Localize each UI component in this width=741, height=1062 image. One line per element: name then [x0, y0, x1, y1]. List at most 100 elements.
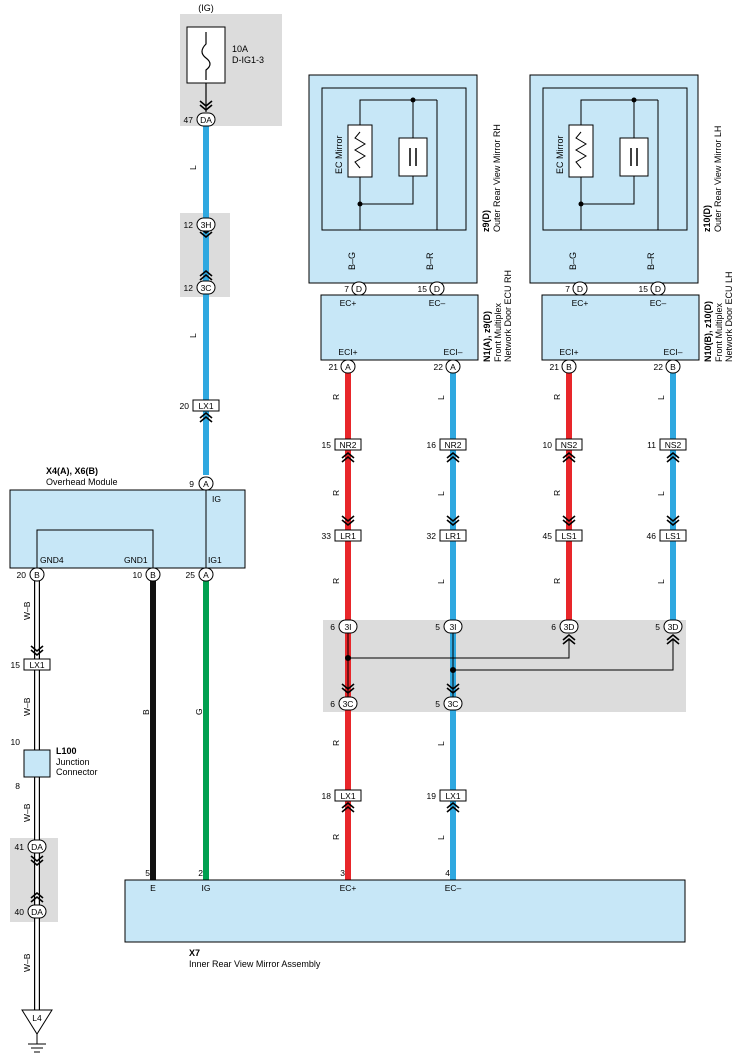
fuse-icon	[201, 32, 211, 80]
lh-ec-mirror-label: EC Mirror	[555, 136, 565, 175]
ecu-rh-conn-left: A	[345, 362, 351, 372]
conn-ns2-b-pin: 11	[647, 440, 656, 450]
conn-da47: DA	[200, 115, 212, 125]
ecu-lh-ec-minus: EC–	[650, 298, 667, 308]
wire-label: G	[194, 708, 204, 715]
conn-3h: 3H	[201, 220, 212, 230]
rh-mirror-title: Outer Rear View Mirror RH	[492, 124, 502, 232]
lh-mirror-title: Outer Rear View Mirror LH	[713, 126, 723, 232]
ecu-rh-title1: Front Multiplex	[493, 302, 503, 362]
conn-lr1-b: LR1	[445, 531, 461, 541]
conn-da41-pin: 41	[15, 842, 25, 852]
overhead-conn-b-gnd1: B	[150, 570, 156, 580]
outer-mirror-rh: EC Mirror B–G B–R z9(D) Outer Rear View …	[308, 74, 502, 284]
conn-3c-a: 3C	[343, 699, 354, 709]
wire-label: L	[656, 395, 666, 400]
ecu-rh-pin-right: 22	[434, 362, 444, 372]
inner-pin-ecp: 3	[340, 868, 345, 878]
conn-3d-a: 3D	[564, 622, 575, 632]
lh-br-label: B–R	[646, 252, 656, 270]
overhead-module: X4(A), X6(B) Overhead Module IG GND4 GND…	[9, 466, 246, 569]
conn-da41: DA	[31, 842, 43, 852]
wire-label: R	[331, 740, 341, 746]
lh-mirror-conn-left: D	[577, 284, 583, 294]
overhead-pin-ig: 9	[189, 479, 194, 489]
junction-title2: Connector	[56, 767, 98, 777]
rh-mirror-pin-right: 15	[418, 284, 428, 294]
overhead-conn-a-top: A	[203, 479, 209, 489]
inner-code: X7	[189, 948, 200, 958]
wire-label: L	[436, 395, 446, 400]
overhead-conn-b-gnd4: B	[34, 570, 40, 580]
conn-lr1-b-pin: 32	[427, 531, 437, 541]
fuse-ig-label: (IG)	[198, 3, 214, 13]
wire-label: L	[436, 835, 446, 840]
conn-3c-b-pin: 5	[435, 699, 440, 709]
inner-term-e: E	[150, 883, 156, 893]
conn-lx1-l: LX1	[445, 791, 460, 801]
ecu-rh-ec-plus: EC+	[340, 298, 357, 308]
conn-lx1-g-pin: 15	[11, 660, 21, 670]
door-ecu-rh: EC+ EC– ECI+ ECI– N1(A), z9(D) Front Mul…	[320, 270, 513, 362]
wire-label: W–B	[22, 953, 32, 972]
overhead-gnd1: GND1	[124, 555, 148, 565]
overhead-ig: IG	[212, 494, 221, 504]
overhead-ig1: IG1	[208, 555, 222, 565]
wire-label: R	[331, 578, 341, 584]
wire-label: R	[331, 490, 341, 496]
overhead-gnd4: GND4	[40, 555, 64, 565]
wire-color-labels: L L R L R L R L R L R L R L R L R L B G …	[22, 165, 666, 972]
conn-ns2-a: NS2	[561, 440, 578, 450]
junction-title1: Junction	[56, 757, 90, 767]
conn-3d-a-pin: 6	[551, 622, 556, 632]
fuse-name: D-IG1-3	[232, 55, 264, 65]
splice-lines	[345, 633, 674, 697]
inner-title: Inner Rear View Mirror Assembly	[189, 959, 321, 969]
conn-ls1-a: LS1	[561, 531, 576, 541]
conn-lx1-top: LX1	[198, 401, 213, 411]
conn-ls1-b-pin: 46	[647, 531, 657, 541]
overhead-code: X4(A), X6(B)	[46, 466, 98, 476]
inner-mirror: 5 2 3 4 E IG EC+ EC– X7 Inner Rear View …	[124, 868, 686, 969]
wire-label: L	[656, 491, 666, 496]
ecu-lh-title1: Front Multiplex	[714, 302, 724, 362]
conn-nr2-b: NR2	[444, 440, 461, 450]
wire-label: R	[331, 834, 341, 840]
overhead-pin-gnd1: 10	[133, 570, 143, 580]
conn-nr2-b-pin: 16	[427, 440, 437, 450]
conn-ls1-a-pin: 45	[543, 531, 553, 541]
ecu-lh-conn-right: B	[670, 362, 676, 372]
ground-label: L4	[32, 1013, 42, 1023]
ecu-lh-code: N10(B), z10(D)	[703, 301, 713, 362]
conn-da40-pin: 40	[15, 907, 25, 917]
rh-mirror-conn-right: D	[434, 284, 440, 294]
wire-label: W–B	[22, 601, 32, 620]
conn-3i-a-pin: 6	[330, 622, 335, 632]
conn-nr2-a-pin: 15	[322, 440, 332, 450]
lh-mirror-pin-right: 15	[639, 284, 649, 294]
conn-3h-pin: 12	[184, 220, 194, 230]
wire-label: L	[436, 491, 446, 496]
conn-3d-b: 3D	[668, 622, 679, 632]
wire-label: L	[436, 741, 446, 746]
overhead-conn-a-ig1: A	[203, 570, 209, 580]
junction-pin-top: 10	[11, 737, 21, 747]
conn-lx1-l-pin: 19	[427, 791, 437, 801]
rh-ec-mirror-label: EC Mirror	[334, 136, 344, 175]
wire-label: R	[331, 394, 341, 400]
inner-pin-ecm: 4	[445, 868, 450, 878]
outer-mirror-lh: EC Mirror B–G B–R z10(D) Outer Rear View…	[529, 74, 723, 284]
conn-3i-b: 3I	[449, 622, 456, 632]
ecu-rh-ec-minus: EC–	[429, 298, 446, 308]
overhead-title: Overhead Module	[46, 477, 118, 487]
overhead-pin-ig1: 25	[186, 570, 196, 580]
conn-ns2-b: NS2	[665, 440, 682, 450]
rh-br-label: B–R	[425, 252, 435, 270]
conn-3i-a: 3I	[344, 622, 351, 632]
ecu-rh-pin-left: 21	[329, 362, 339, 372]
wire-label: L	[188, 333, 198, 338]
door-ecu-lh: EC+ EC– ECI+ ECI– N10(B), z10(D) Front M…	[541, 271, 734, 362]
conn-lr1-a: LR1	[340, 531, 356, 541]
conn-da47-pin: 47	[184, 115, 194, 125]
conn-da40: DA	[31, 907, 43, 917]
